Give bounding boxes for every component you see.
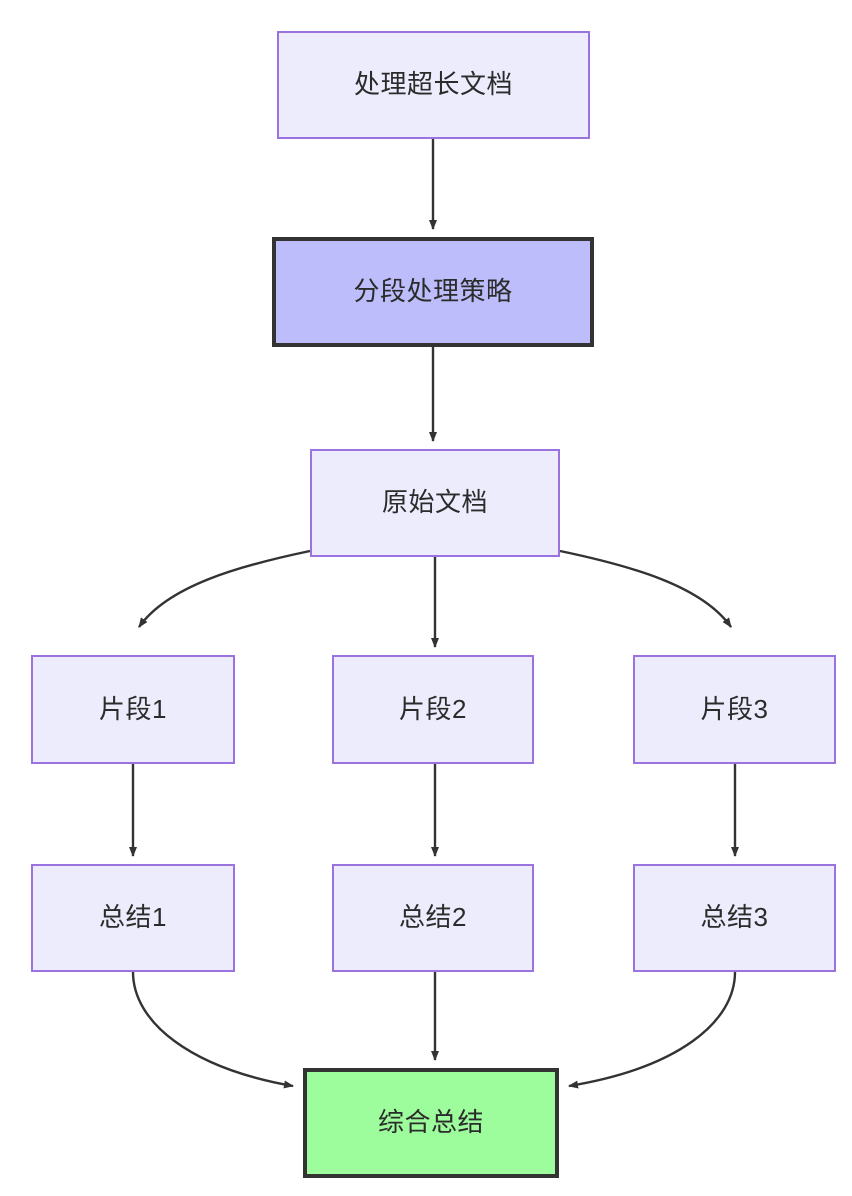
edge-n3-n4: [138, 549, 311, 628]
node-original-document[interactable]: 原始文档: [310, 449, 560, 557]
node-chunking-strategy[interactable]: 分段处理策略: [272, 237, 594, 347]
node-comprehensive-summary[interactable]: 综合总结: [303, 1068, 559, 1178]
node-summary-3[interactable]: 总结3: [633, 864, 836, 972]
node-process-long-document[interactable]: 处理超长文档: [277, 31, 590, 139]
node-label: 处理超长文档: [353, 69, 513, 100]
node-fragment-2[interactable]: 片段2: [332, 655, 534, 764]
node-fragment-1[interactable]: 片段1: [31, 655, 235, 764]
node-label: 总结2: [399, 902, 467, 933]
node-label: 综合总结: [377, 1107, 484, 1138]
node-label: 片段1: [99, 693, 167, 724]
node-label: 片段2: [399, 693, 467, 724]
node-label: 片段3: [700, 693, 769, 724]
node-label: 原始文档: [381, 487, 488, 518]
node-summary-2[interactable]: 总结2: [332, 864, 534, 972]
node-label: 总结3: [700, 902, 769, 933]
node-fragment-3[interactable]: 片段3: [633, 655, 836, 764]
edge-n7-n10: [131, 971, 294, 1089]
node-summary-1[interactable]: 总结1: [31, 864, 235, 972]
node-label: 总结1: [99, 902, 167, 933]
edge-n9-n10: [568, 971, 737, 1089]
node-label: 分段处理策略: [353, 276, 513, 307]
edge-n3-n6: [559, 549, 732, 628]
